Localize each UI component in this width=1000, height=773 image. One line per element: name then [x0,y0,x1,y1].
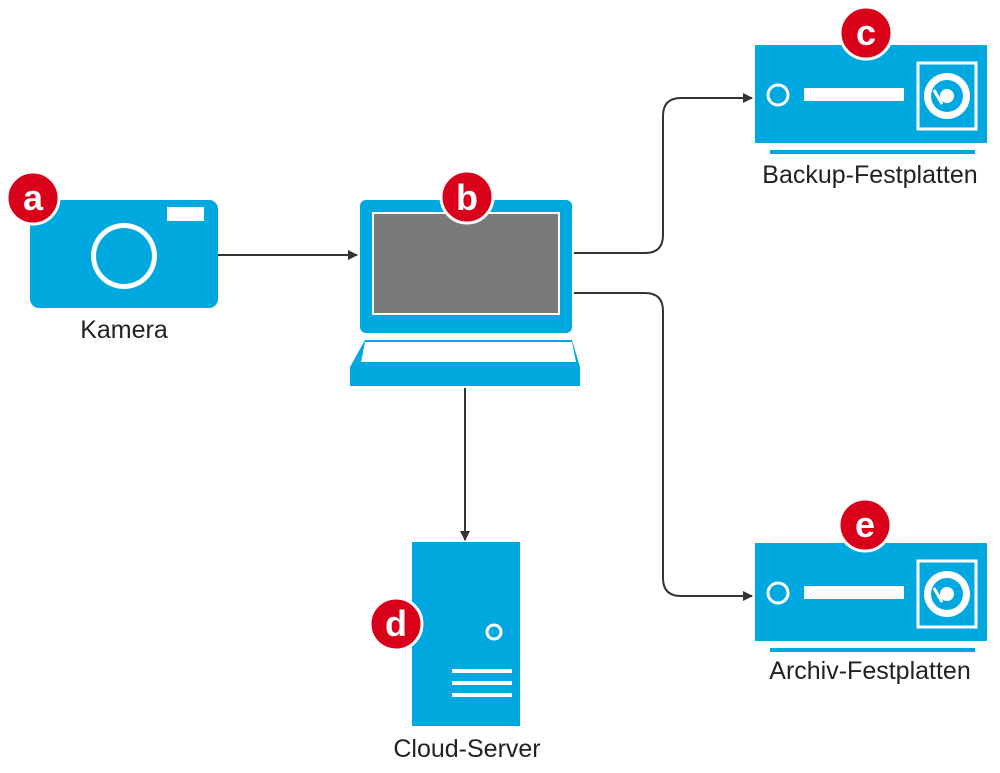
camera-icon [30,200,218,308]
backup-label: Backup-Festplatten [762,161,977,189]
hard-drive-icon [755,45,987,154]
cloud-node: d Cloud-Server [368,542,541,763]
cloud-label: Cloud-Server [393,735,540,763]
badge-e: e [837,497,893,553]
archive-label: Archiv-Festplatten [769,657,970,685]
badge-c: c [838,5,894,61]
laptop-node: b [350,169,580,386]
hard-drive-icon [755,543,987,652]
badge-d-text: d [385,603,407,644]
badge-b-text: b [456,177,478,218]
server-tower-icon [412,542,520,726]
camera-label: Kamera [80,316,168,344]
badge-b: b [439,169,495,225]
camera-node: a Kamera [5,170,218,344]
laptop-icon [350,200,580,386]
badge-d: d [368,596,424,652]
badge-c-text: c [856,12,876,53]
edges [218,93,753,601]
edge-laptop-to-archive [574,292,753,601]
badge-a-text: a [23,177,44,218]
badge-a: a [5,170,61,226]
backup-node: c Backup-Festplatten [755,5,987,189]
edge-laptop-to-backup [574,93,753,254]
badge-e-text: e [855,504,875,545]
archive-node: e Archiv-Festplatten [755,497,987,685]
